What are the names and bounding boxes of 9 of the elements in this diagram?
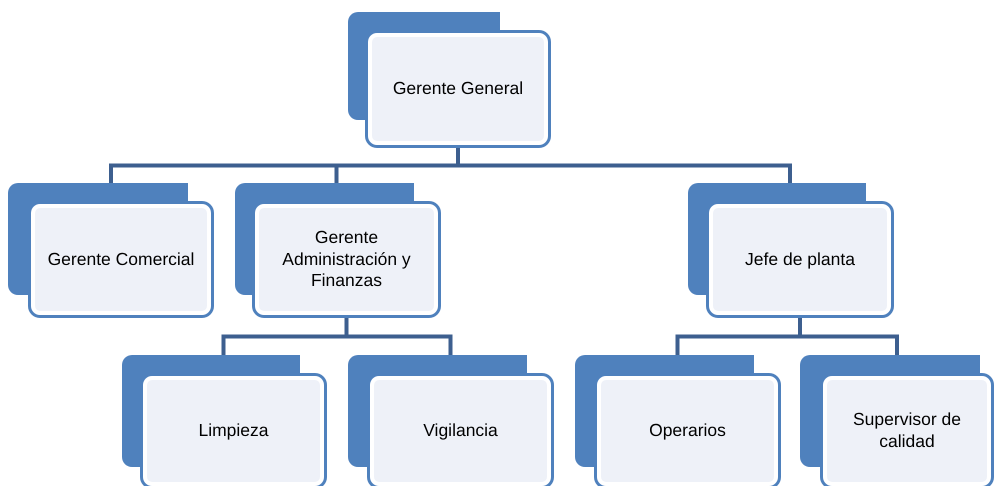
role-title: Vigilancia — [423, 420, 498, 442]
role-title: Jefe de planta — [745, 248, 855, 270]
role-title: Supervisor de calidad — [852, 409, 962, 453]
role-title: Limpieza — [198, 420, 269, 442]
role-title: Gerente General — [392, 78, 524, 100]
role-title: Gerente Administración y Finanzas — [281, 226, 412, 292]
connector-line — [798, 318, 899, 355]
role-title: Gerente Comercial — [48, 248, 194, 270]
role-title: Operarios — [649, 420, 726, 442]
